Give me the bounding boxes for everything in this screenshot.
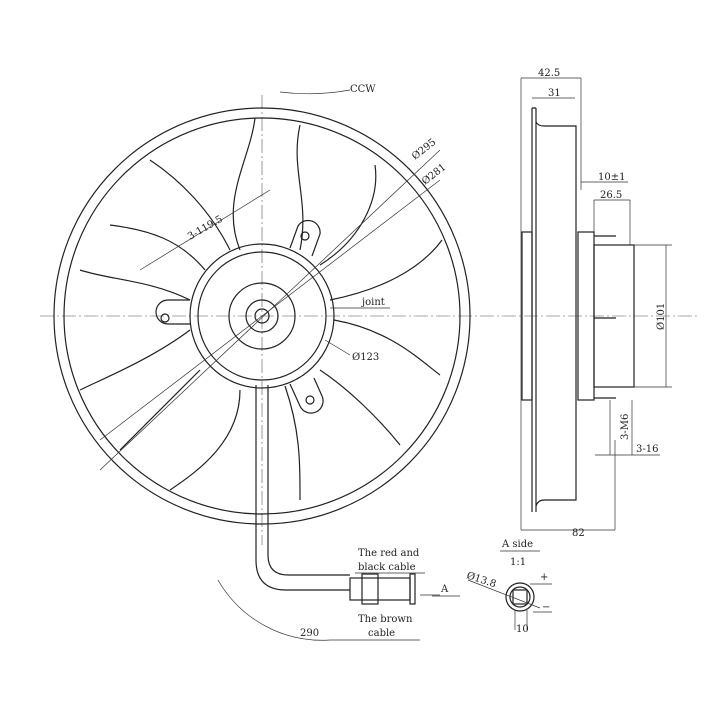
dim-offset: 10±1 — [598, 172, 625, 183]
dim-hub-diameter: Ø123 — [352, 352, 379, 363]
a-side-title: A side — [501, 539, 533, 550]
dim-outer-diameter: Ø295 — [410, 137, 438, 162]
cable — [255, 385, 350, 591]
dim-bottom-width: 82 — [572, 528, 585, 539]
a-side-width: 10 — [516, 624, 529, 635]
dim-cable-length: 290 — [300, 628, 319, 639]
rotation-label: CCW — [350, 84, 376, 95]
plus-terminal-label: + — [540, 572, 548, 583]
a-side-connector — [505, 582, 535, 612]
dim-hole-pattern: 3-119.5 — [186, 214, 225, 243]
connector — [349, 573, 416, 605]
cable-label-brown-1: The brown — [358, 614, 413, 625]
dim-mount-depth: 26.5 — [600, 190, 622, 201]
cable-label-red-black-1: The red and — [358, 548, 420, 559]
joint-label: joint — [361, 297, 385, 308]
dim-blade-diameter: Ø281 — [420, 162, 448, 187]
dim-rim-depth: 31 — [548, 88, 561, 99]
mount-tabs — [155, 219, 324, 414]
dim-motor-diameter: Ø101 — [656, 303, 667, 330]
dim-total-depth: 42.5 — [538, 68, 560, 79]
a-side-scale: 1:1 — [510, 557, 526, 568]
cable-label-red-black-2: black cable — [358, 562, 416, 573]
side-dimensions — [520, 77, 672, 531]
minus-terminal-label: − — [542, 602, 550, 613]
dim-screw-depth: 3-16 — [636, 444, 658, 455]
dim-screws: 3-M6 — [620, 414, 631, 440]
fan-blades — [79, 117, 443, 501]
a-side-diameter: Ø13.8 — [465, 570, 497, 590]
cable-label-brown-2: cable — [368, 628, 395, 639]
fan-side-view — [521, 107, 635, 512]
view-arrow-label: A — [440, 584, 449, 595]
fan-front-view — [53, 89, 471, 641]
